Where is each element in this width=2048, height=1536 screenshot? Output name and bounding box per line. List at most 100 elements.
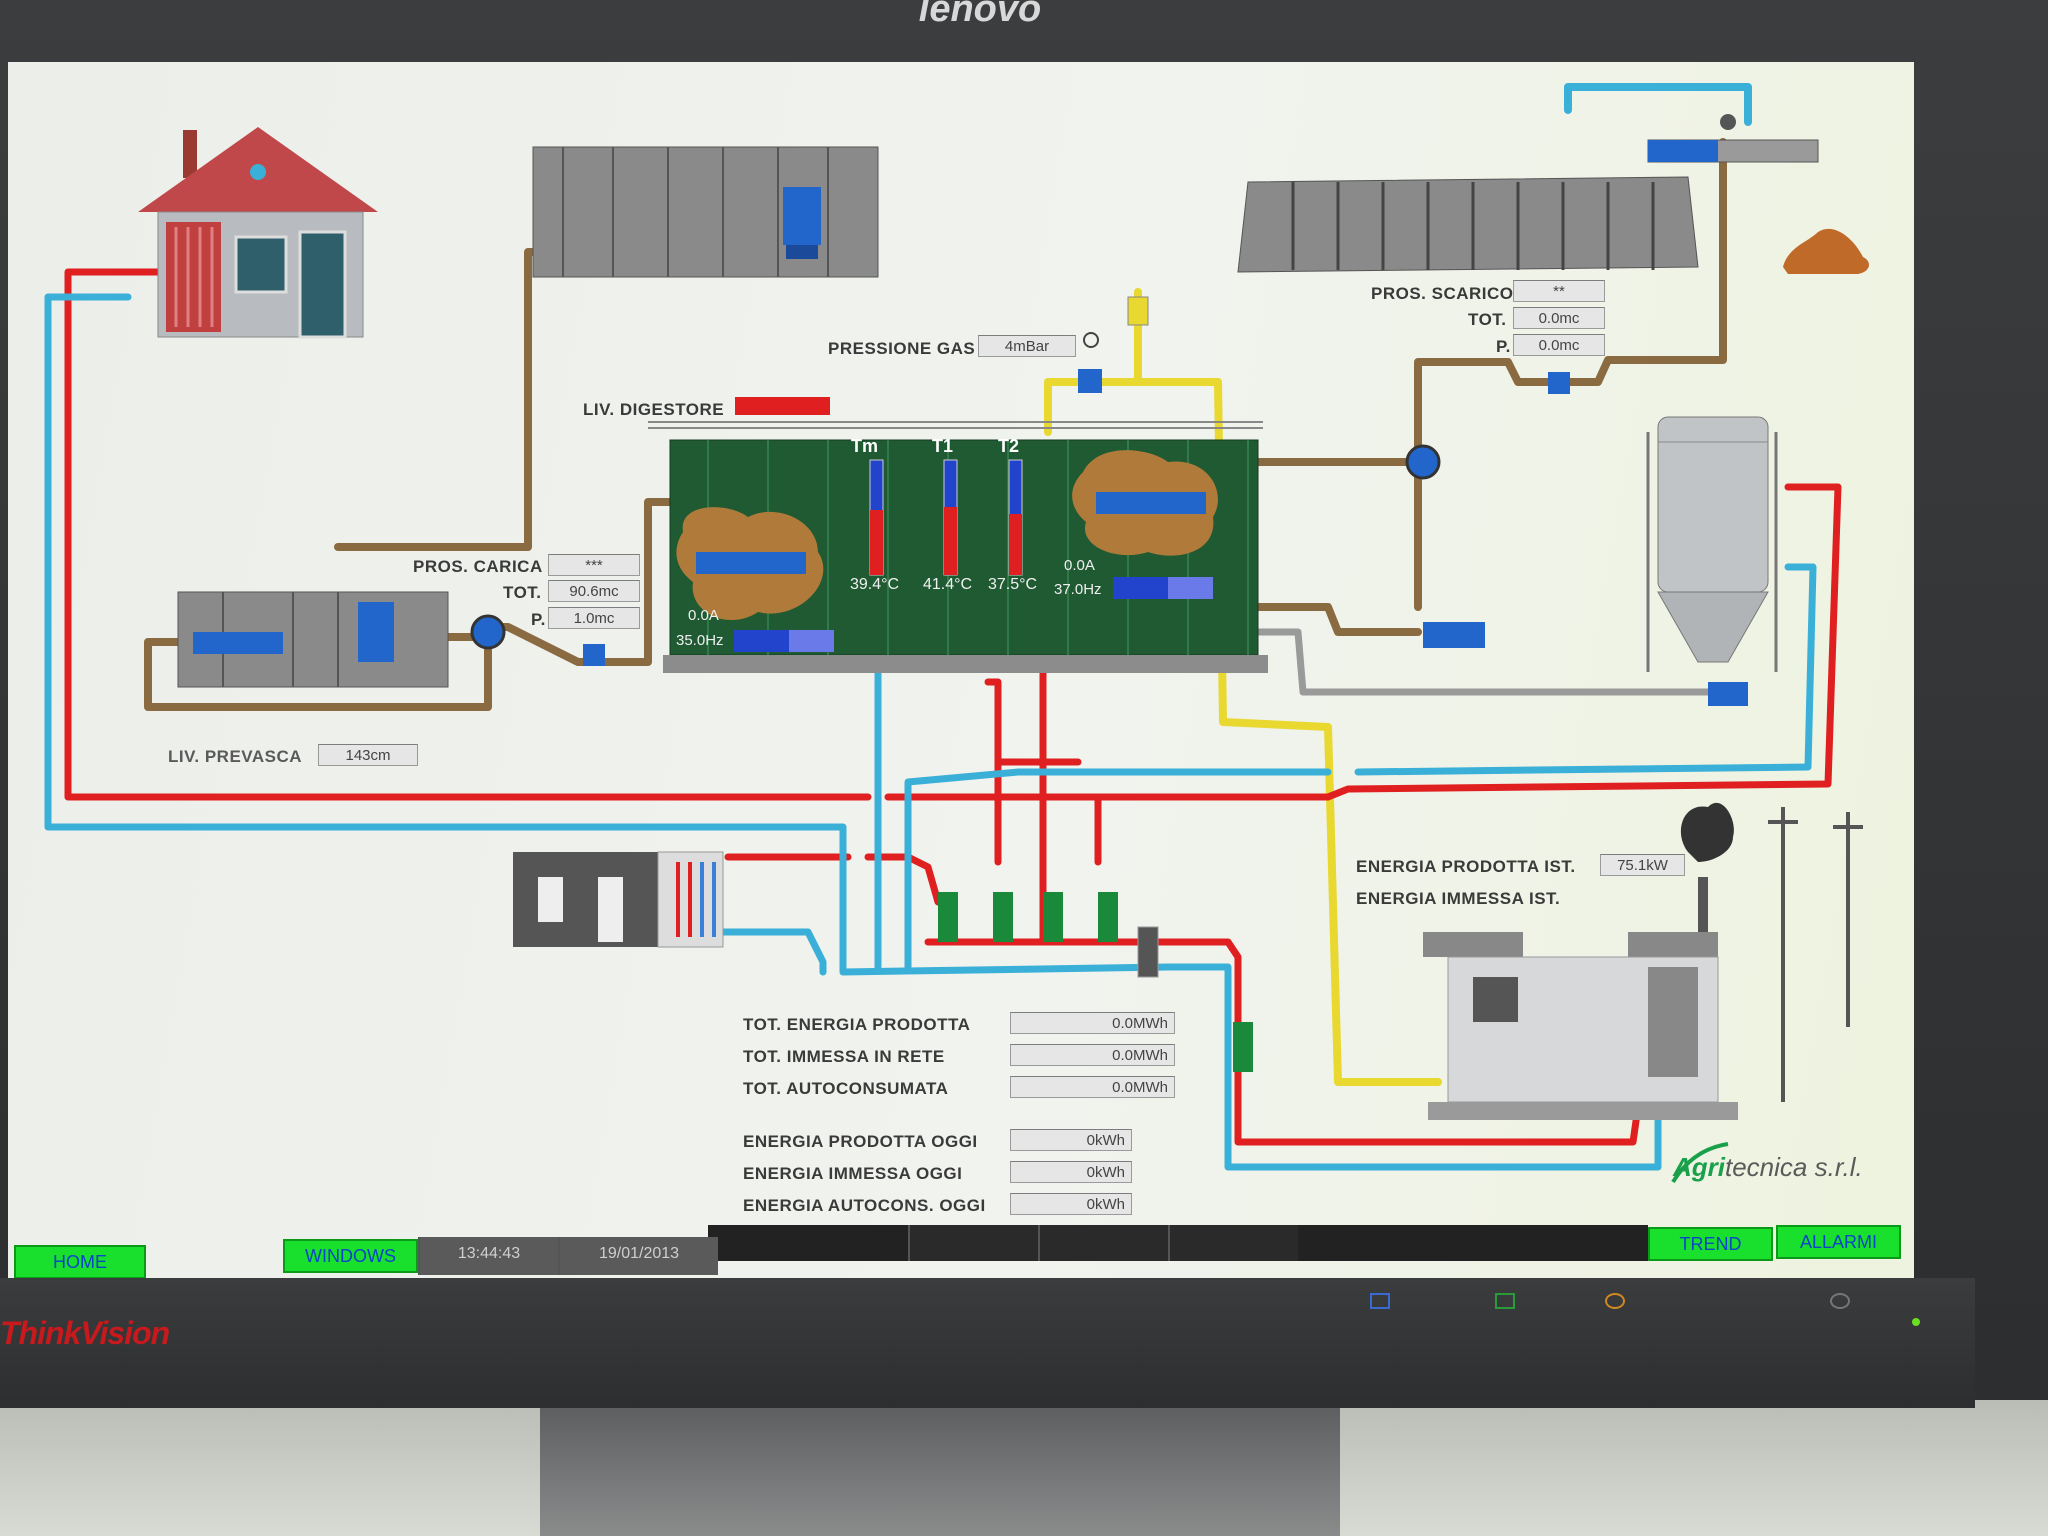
thermometer-value-t2: 37.5°C [988,576,1038,593]
mixer-right-current: 0.0A [1064,557,1095,574]
mixer-right-frequency: 37.0Hz [1054,581,1102,598]
pros-carica-label: PROS. CARICA [413,557,543,576]
taskbar-cell [908,1225,1038,1261]
thermometer-label-tm: Tm [851,436,878,456]
hot-water-pipe [884,483,1842,801]
valve-group [938,892,1253,1072]
drain-pipe [1254,628,1712,696]
heating-building [513,851,724,948]
power-icon[interactable] [1830,1293,1850,1309]
storage-cover [1237,176,1699,273]
power-led [1912,1318,1920,1326]
liv-digestore-bar [735,397,830,415]
brand-logo: Agritecnica s.r.l. [1673,1152,1863,1182]
sludge-pipe [334,248,602,551]
sludge-pipe [144,633,492,711]
hot-water-pipe [994,758,1082,801]
gas-flowmeter [1078,369,1102,393]
hot-water-pipe [984,618,1162,946]
tot-energia-prodotta-value: 0.0MWh [1010,1012,1175,1034]
gauge-icon [1083,332,1099,348]
energia-immessa-ist-label: ENERGIA IMMESSA IST. [1356,889,1561,908]
menu-icon[interactable] [1495,1293,1515,1309]
pump [1423,622,1485,648]
separator [1647,114,1819,163]
energia-immessa-oggi-value: 0kWh [1010,1161,1132,1183]
sludge-pipe [1254,458,1422,611]
energia-autocons-oggi-value: 0kWh [1010,1193,1132,1215]
pros-scarico-label: PROS. SCARICO [1371,284,1514,303]
monitor-model-logo: ThinkVision [0,1315,170,1351]
thermometer-label-t2: T2 [998,436,1020,456]
carica-tot-value: 90.6mc [548,580,640,602]
gas-trap [1127,296,1149,326]
energia-prodotta-oggi-value: 0kWh [1010,1129,1132,1151]
energia-immessa-oggi-label: ENERGIA IMMESSA OGGI [743,1164,963,1183]
post-digester-tank [1646,416,1778,706]
pre-tank [177,591,449,688]
energia-prodotta-ist-value: 75.1kW [1600,854,1685,876]
smoke [1680,802,1734,862]
chp-unit [1423,802,1738,1120]
thermometer-value-t1: 41.4°C [923,576,973,593]
monitor-bottom-bezel [0,1278,1975,1408]
mixer-left-frequency: 35.0Hz [676,632,724,649]
hot-water-pipe [64,268,872,801]
flowmeter [1548,372,1570,394]
tot-immessa-in-rete-value: 0.0MWh [1010,1044,1175,1066]
pump [1405,444,1441,480]
gas-pipe [1134,378,1442,1086]
liv-prevasca-value: 143cm [318,744,418,766]
taskbar-cell [1038,1225,1168,1261]
monitor-brand-logo: lenovo [918,0,1042,24]
plant-diagram [44,83,1870,1184]
liv-prevasca-label: LIV. PREVASCA [168,747,303,766]
pros-scarico-value: ** [1513,280,1605,302]
trend-button[interactable]: TREND [1648,1227,1773,1261]
scarico-p-label: P. [1496,337,1511,356]
cold-water-pipe [44,293,1172,976]
carica-p-label: P. [531,610,546,629]
digester [648,421,1268,673]
pressione-gas-label: PRESSIONE GAS [828,339,976,358]
tot-immessa-in-rete-label: TOT. IMMESSA IN RETE [743,1047,945,1066]
scarico-p-value: 0.0mc [1513,334,1605,356]
brand-swoosh [1671,1142,1729,1184]
thermometer-value-tm: 39.4°C [850,576,900,593]
tot-autoconsumata-label: TOT. AUTOCONSUMATA [743,1079,949,1098]
home-button[interactable]: HOME [14,1245,146,1278]
input-icon[interactable] [1370,1293,1390,1309]
carica-p-value: 1.0mc [548,607,640,629]
clock-time: 13:44:43 [418,1237,558,1275]
monitor-stand [540,1400,1340,1536]
clock-date: 19/01/2013 [558,1237,718,1275]
flowmeter [583,644,605,666]
allarmi-button[interactable]: ALLARMI [1776,1225,1901,1259]
sludge-pipe [1254,603,1422,636]
pros-carica-value: *** [548,554,640,576]
compost-heap [1783,228,1870,274]
storage-tank-top [532,146,879,278]
taskbar-cell [1168,1225,1298,1261]
windows-button[interactable]: WINDOWS [283,1239,418,1273]
taskbar: HOME WINDOWS 13:44:43 19/01/2013 TREND A… [8,1225,1914,1278]
carica-tot-label: TOT. [503,583,542,602]
energia-prodotta-ist-label: ENERGIA PRODOTTA IST. [1356,857,1576,876]
cold-water-pipe [714,928,827,976]
hot-water-pipe [724,853,942,906]
house [138,127,378,339]
pressione-gas-value: 4mBar [978,335,1076,357]
tot-autoconsumata-value: 0.0MWh [1010,1076,1175,1098]
energia-prodotta-oggi-label: ENERGIA PRODOTTA OGGI [743,1132,978,1151]
cold-water-pipe [1164,963,1662,1171]
tot-energia-prodotta-label: TOT. ENERGIA PRODOTTA [743,1015,971,1034]
water-pipe [1564,83,1752,126]
liv-digestore-label: LIV. DIGESTORE [583,400,725,419]
mixer-left-current: 0.0A [688,607,719,624]
scarico-tot-value: 0.0mc [1513,307,1605,329]
pump [470,614,506,650]
scada-screen: PRESSIONE GAS 4mBar LIV. DIGESTORE PROS.… [8,62,1914,1278]
scarico-tot-label: TOT. [1468,310,1507,329]
brightness-icon[interactable] [1605,1293,1625,1309]
energia-autocons-oggi-label: ENERGIA AUTOCONS. OGGI [743,1196,986,1215]
